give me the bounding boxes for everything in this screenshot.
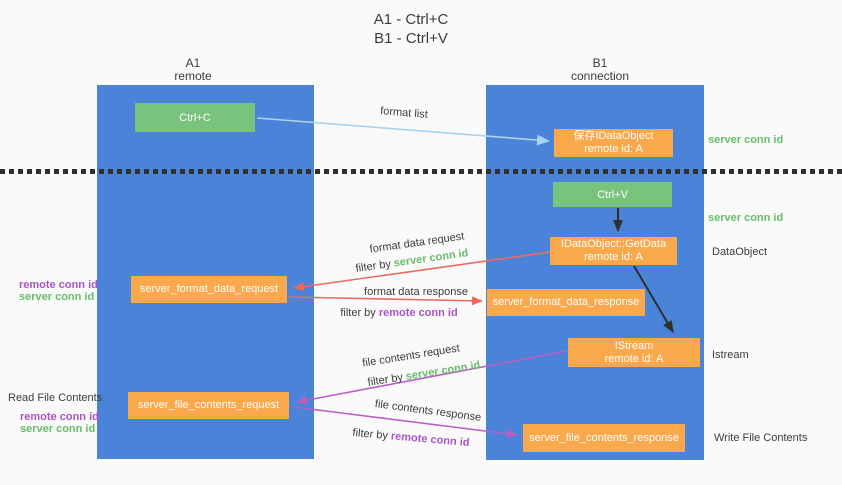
server-format-data-response-box: server_format_data_response	[487, 289, 645, 316]
lane-b-header: B1 connection	[500, 57, 700, 83]
server-conn-id-annotation-top: server conn id	[708, 134, 784, 146]
file-contents-response-label: file contents response	[374, 398, 482, 424]
session-separator-dotted-line	[0, 169, 842, 174]
remote-conn-id-text: remote conn id	[378, 307, 458, 319]
write-file-contents-annotation: Write File Contents	[714, 432, 808, 444]
server-conn-id-annotation-file: server conn id	[20, 423, 96, 435]
server-format-data-request-label: server_format_data_request	[139, 283, 279, 295]
ctrl-v-label: Ctrl+V	[597, 188, 628, 201]
istream-line2: remote id: A	[604, 352, 664, 365]
ctrl-v-box: Ctrl+V	[553, 182, 672, 207]
dataobject-annotation: DataObject	[712, 246, 768, 258]
save-idataobject-box: 保存IDataObject remote id: A	[554, 129, 673, 157]
ctrl-c-label: Ctrl+C	[179, 111, 211, 124]
server-file-contents-response-box: server_file_contents_response	[523, 424, 685, 452]
filter-by-text: filter by	[354, 257, 395, 275]
lane-a-name: A1	[185, 56, 201, 70]
lane-b-name: B1	[592, 56, 608, 70]
lane-a-subtitle: remote	[174, 69, 212, 83]
remote-conn-id-annotation-format: remote conn id	[19, 279, 98, 291]
server-conn-id-annotation-mid: server conn id	[708, 212, 784, 224]
remote-conn-id-text: remote conn id	[390, 430, 470, 450]
filter-by-remote-conn-id-label-1: filter by remote conn id	[340, 307, 457, 319]
server-format-data-request-box: server_format_data_request	[131, 276, 287, 303]
filter-by-text: filter by	[340, 307, 379, 319]
format-list-label: format list	[379, 105, 429, 121]
save-idataobject-line1: 保存IDataObject	[573, 130, 654, 142]
title-line-2: B1 - Ctrl+V	[374, 30, 448, 47]
filter-by-remote-conn-id-label-2: filter by remote conn id	[352, 427, 470, 449]
istream-box: IStream remote id: A	[568, 338, 700, 367]
lane-a-header: A1 remote	[93, 57, 293, 83]
getdata-line1: IDataObject::GetData	[560, 238, 667, 250]
server-file-contents-request-box: server_file_contents_request	[128, 392, 289, 419]
filter-by-text: filter by	[352, 426, 392, 443]
server-file-contents-request-label: server_file_contents_request	[137, 399, 280, 411]
server-format-data-response-label: server_format_data_response	[492, 296, 640, 308]
save-idataobject-line2: remote id: A	[584, 143, 643, 155]
server-conn-id-annotation-format: server conn id	[19, 291, 95, 303]
lane-b-subtitle: connection	[570, 69, 630, 83]
server-conn-id-text: server conn id	[404, 359, 482, 383]
filter-by-text: filter by	[366, 370, 407, 389]
diagram-title: A1 - Ctrl+C B1 - Ctrl+V	[261, 10, 561, 48]
getdata-line2: remote id: A	[584, 251, 643, 263]
istream-annotation: Istream	[712, 349, 749, 361]
remote-conn-id-annotation-file: remote conn id	[20, 411, 99, 423]
format-data-response-label: format data response	[364, 286, 468, 298]
server-file-contents-response-label: server_file_contents_response	[529, 431, 679, 444]
ctrl-c-box: Ctrl+C	[135, 103, 255, 132]
idataobject-getdata-box: IDataObject::GetData remote id: A	[550, 237, 677, 265]
title-line-1: A1 - Ctrl+C	[373, 11, 449, 28]
read-file-contents-annotation: Read File Contents	[8, 392, 103, 404]
istream-line1: IStream	[614, 339, 654, 352]
